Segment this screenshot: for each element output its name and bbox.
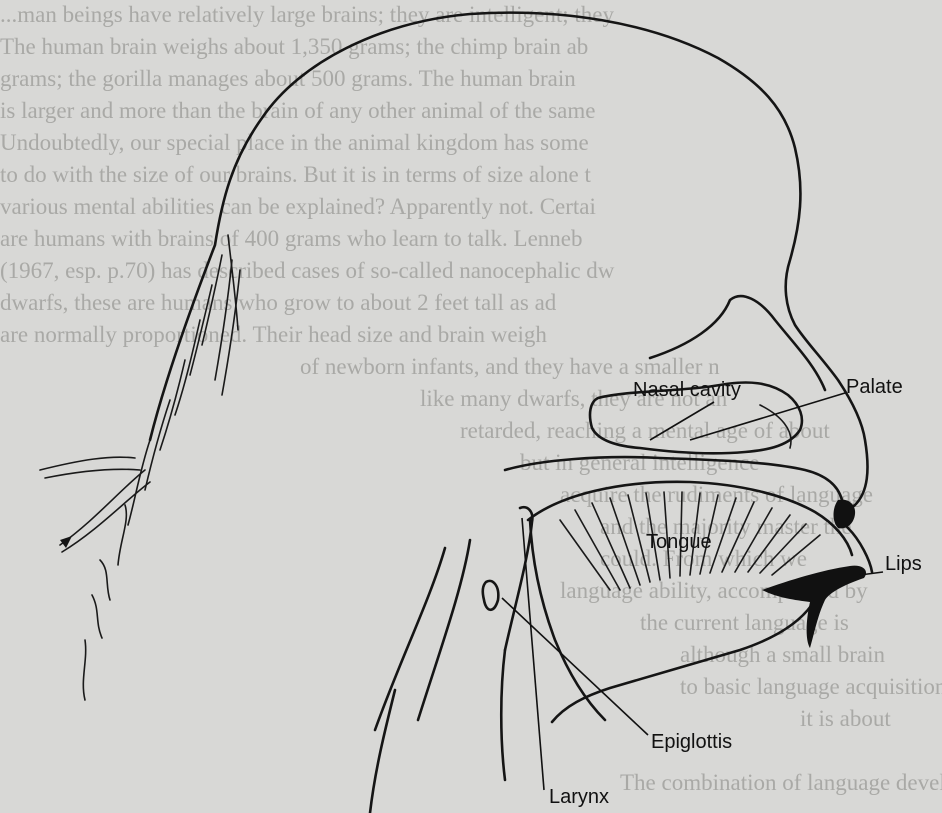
tongue-base — [530, 520, 605, 720]
bg-line: are humans with brains of 400 grams who … — [0, 226, 583, 251]
bg-line: The combination of language development … — [620, 770, 942, 795]
pharynx-back — [375, 548, 445, 730]
background-text: ...man beings have relatively large brai… — [0, 2, 942, 795]
bg-line: (1967, esp. p.70) has described cases of… — [0, 258, 615, 283]
bg-line: The human brain weighs about 1,350 grams… — [0, 34, 588, 59]
bg-line: to basic language acquisition — [680, 674, 942, 699]
bg-line: to do with the size of our brains. But i… — [0, 162, 591, 187]
upper-lip — [834, 500, 856, 529]
bg-line: it is about — [800, 706, 891, 731]
bg-line: Undoubtedly, our special place in the an… — [0, 130, 589, 155]
bg-line: retarded, reaching a mental age of about — [460, 418, 830, 443]
bg-line: of newborn infants, and they have a smal… — [300, 354, 720, 379]
bg-line: ...man beings have relatively large brai… — [0, 2, 614, 27]
label-palate: Palate — [846, 376, 903, 398]
bg-line: various mental abilities can be explaine… — [0, 194, 596, 219]
pharynx-front — [418, 540, 470, 720]
throat-front — [501, 650, 505, 780]
bg-line: are normally proportioned. Their head si… — [0, 322, 547, 347]
bg-line: is larger and more than the brain of any… — [0, 98, 595, 123]
label-epiglottis: Epiglottis — [651, 731, 732, 753]
bg-line: although a small brain — [680, 642, 886, 667]
epiglottis-shape — [505, 507, 532, 650]
label-tongue: Tongue — [646, 531, 712, 553]
bg-line: dwarfs, these are humans who grow to abo… — [0, 290, 557, 315]
larynx-shape — [483, 581, 499, 610]
label-lips: Lips — [885, 553, 922, 575]
label-larynx: Larynx — [549, 786, 609, 808]
label-nasal-cavity: Nasal cavity — [633, 379, 741, 401]
